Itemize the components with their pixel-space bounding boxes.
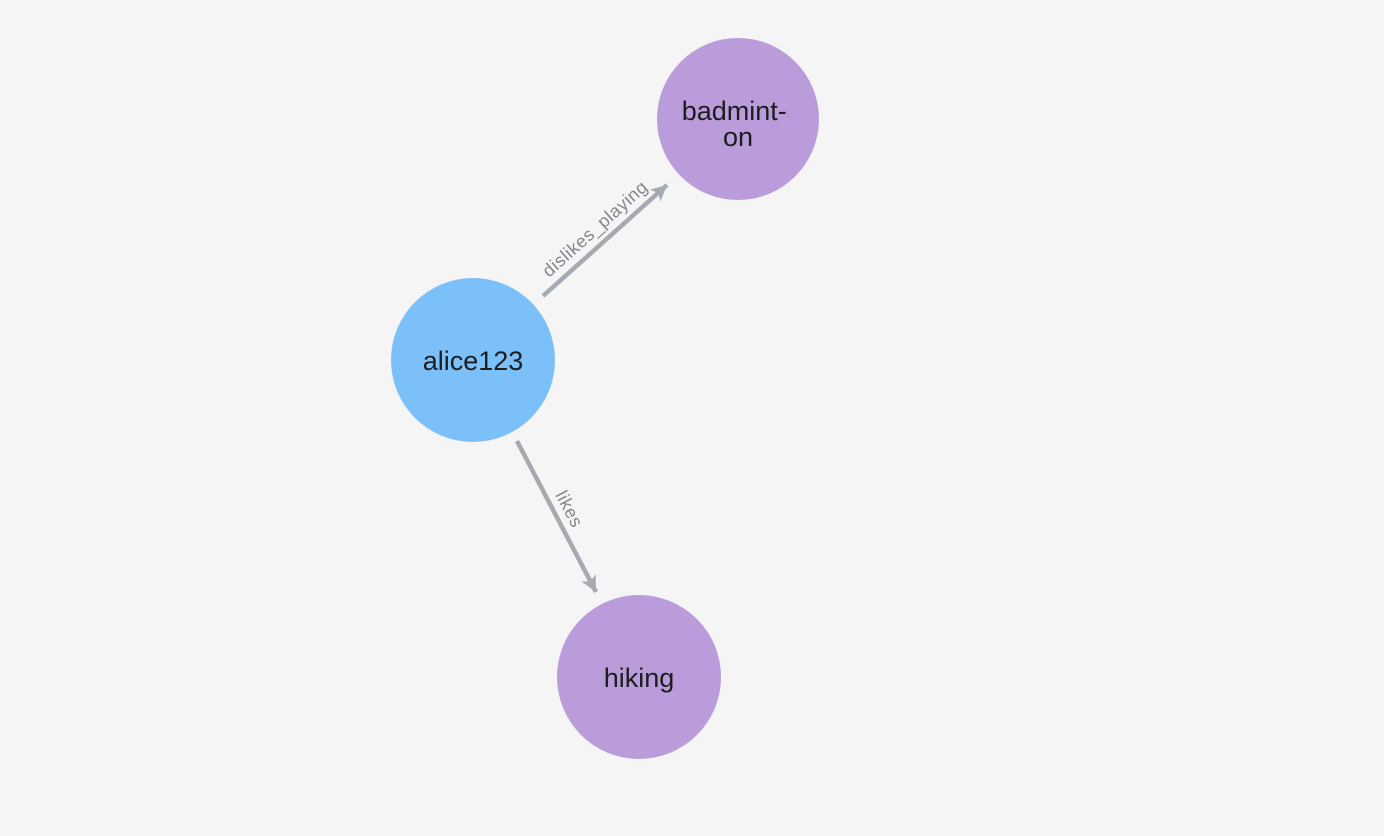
- edge-line-likes[interactable]: [515, 439, 598, 594]
- edge-label-likes: likes: [552, 487, 588, 530]
- edge-line-dislikes-playing[interactable]: [541, 183, 669, 298]
- node-circle-hiking[interactable]: [557, 595, 721, 759]
- edge-dislikes-playing: dislikes_playing: [538, 177, 669, 298]
- node-circle-badminton[interactable]: [657, 38, 819, 200]
- node-hiking: hiking: [557, 595, 721, 759]
- node-badminton: badmint- on: [657, 38, 819, 200]
- edge-label-dislikes-playing: dislikes_playing: [538, 177, 652, 282]
- edge-likes: likes: [515, 439, 598, 594]
- node-alice123: alice123: [391, 278, 555, 442]
- node-circle-alice123[interactable]: [391, 278, 555, 442]
